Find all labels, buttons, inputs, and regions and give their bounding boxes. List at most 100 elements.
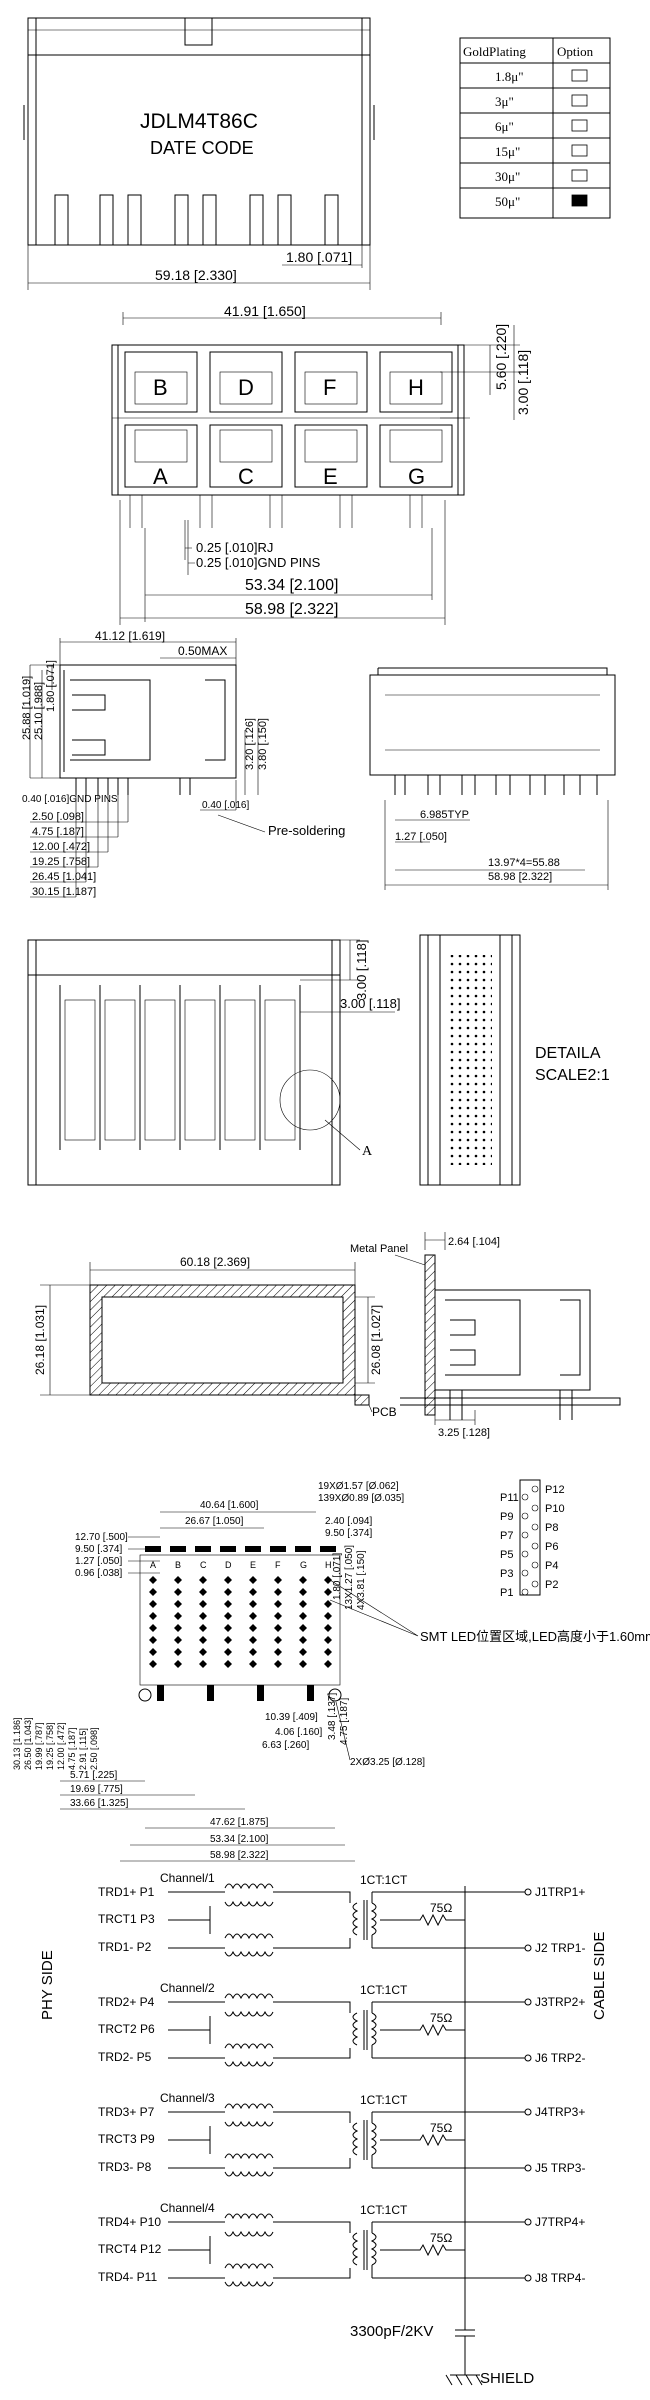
pin-pad	[274, 1636, 282, 1644]
side-right-dim-2: 3.80 [.150]	[257, 718, 269, 770]
right-top-dim-1: 2.40 [.094]	[325, 1516, 372, 1527]
pin-pad	[149, 1660, 157, 1668]
pcb-bottom-dim: 58.98 [2.322]	[210, 1850, 269, 1861]
port-contacts	[389, 429, 443, 463]
cable-pin-node	[524, 2108, 532, 2116]
pin-pad	[249, 1624, 257, 1632]
led-pad	[195, 1546, 211, 1552]
transformer-coils	[352, 2122, 377, 2156]
pcb-col-letter: D	[225, 1560, 232, 1570]
cable-wires	[371, 2001, 525, 2059]
mid-dim-3: 6.63 [.260]	[262, 1740, 309, 1751]
pin-pad	[174, 1576, 182, 1584]
cable-pin-jn: J2 TRP1-	[535, 1941, 585, 1955]
pin-pad	[274, 1588, 282, 1596]
port-contacts	[304, 371, 358, 405]
pin-pad	[274, 1600, 282, 1608]
cable-pin-node	[524, 2274, 532, 2282]
pcb-top-dim: 9.50 [.374]	[75, 1544, 122, 1555]
transformer-coils	[352, 2012, 377, 2046]
pin-pad	[224, 1624, 232, 1632]
pcb-top-dim: 0.96 [.038]	[75, 1568, 122, 1579]
pin-pad	[249, 1600, 257, 1608]
phy-pin-p: TRD2+ P4	[98, 1995, 155, 2009]
pin-pad	[174, 1648, 182, 1656]
pin-pad	[224, 1636, 232, 1644]
led-pad	[145, 1546, 161, 1552]
cutout-pcb: PCB	[372, 1405, 397, 1419]
pcb-top-dim: 40.64 [1.600]	[200, 1500, 259, 1511]
pin-pad	[299, 1624, 307, 1632]
pcb-left-dim: 19.25 [.758]	[45, 1722, 55, 1770]
plating-option-checkbox	[571, 69, 588, 82]
mounting-view: Metal Panel 2.64 [.104] 3.25 [.128]	[350, 1232, 621, 1439]
bottom-dim-2: 3.00 [.118]	[340, 996, 400, 1011]
cable-pin-jp: J3TRP2+	[535, 1995, 585, 2009]
bottom-view: A 3.00 [.118] 3.00 [.118]	[27, 939, 400, 1186]
pin-pad	[249, 1612, 257, 1620]
pin-pad	[224, 1600, 232, 1608]
pin-pad	[299, 1636, 307, 1644]
led-note: SMT LED位置区域,LED高度小于1.60mm	[420, 1629, 650, 1644]
side-bottom-dim: 2.50 [.098]	[32, 811, 84, 823]
rj45-port	[124, 351, 198, 413]
pin-pad	[174, 1624, 182, 1632]
plating-option-checkbox	[571, 194, 588, 207]
side-bottom-dim: 19.25 [.758]	[32, 856, 90, 868]
pin-hole	[531, 1523, 539, 1531]
channel-ratio: 1CT:1CT	[360, 2093, 408, 2107]
pin-pad	[249, 1636, 257, 1644]
pin-pad	[174, 1600, 182, 1608]
pin-pad	[224, 1588, 232, 1596]
pinout-label: P12	[545, 1484, 565, 1496]
pcb-bottom-dim: 33.66 [1.325]	[70, 1798, 129, 1809]
side-dim: 3.25 [.128]	[438, 1427, 490, 1439]
pin-pad	[274, 1648, 282, 1656]
pinout-label: P10	[545, 1503, 565, 1515]
cable-pin-node	[524, 2218, 532, 2226]
side-pin-dim: 0.40 [.016]	[202, 800, 249, 811]
date-code: DATE CODE	[150, 138, 254, 158]
led-pad	[220, 1546, 236, 1552]
pin-pad	[149, 1636, 157, 1644]
cable-pin-jp: J4TRP3+	[535, 2105, 585, 2119]
pin-pad	[224, 1648, 232, 1656]
pin-pad	[299, 1576, 307, 1584]
termination-resistor	[410, 2023, 465, 2037]
port-contacts	[219, 429, 273, 463]
pin-hole	[521, 1550, 529, 1558]
pcb-bottom-dims: 5.71 [.225]19.69 [.775]33.66 [1.325]47.6…	[60, 1770, 355, 1862]
shield-label: SHIELD	[480, 2370, 534, 2387]
pcb-bottom-dim: 5.71 [.225]	[70, 1770, 117, 1781]
detail-scale: SCALE2:1	[535, 1067, 610, 1084]
cable-pin-jn: J6 TRP2-	[535, 2051, 585, 2065]
rj45-port	[294, 351, 368, 413]
side-dim-max: 0.50MAX	[178, 644, 227, 658]
panel-dim: 2.64 [.104]	[448, 1236, 500, 1248]
pcb-top-dims: 40.64 [1.600]26.67 [1.050]12.70 [.500]9.…	[75, 1500, 316, 1579]
port-label: A	[153, 464, 168, 489]
plating-option-checkbox	[571, 94, 588, 107]
mid-dim-2: 4.06 [.160]	[275, 1727, 322, 1738]
side-left-dim-2: 25.10 [.988]	[33, 682, 45, 740]
pcb-col-letter: C	[200, 1560, 207, 1570]
pinout-label: P3	[500, 1568, 513, 1580]
pinout-label: P7	[500, 1530, 513, 1542]
choke-coils	[224, 1993, 274, 2067]
detail-title: DETAILA	[535, 1045, 601, 1062]
right-dim-2: 4.75 [.187]	[339, 1698, 350, 1745]
pcb-left-dims: 30.13 [1.186]26.50 [1.043]19.99 [.787]19…	[12, 1717, 99, 1770]
panel-cutout: 60.18 [2.369] 26.18 [1.031] 26.08 [1.027…	[33, 1255, 397, 1419]
pin-pad	[199, 1588, 207, 1596]
pin-hole	[521, 1493, 529, 1501]
top-dim-top: 41.91 [1.650]	[224, 303, 306, 319]
pin-pad	[224, 1576, 232, 1584]
port-label: F	[323, 375, 336, 400]
channel-name: Channel/2	[160, 1981, 215, 1995]
pin-pad	[324, 1576, 332, 1584]
rj45-port	[209, 424, 283, 488]
plating-option-checkbox	[571, 144, 588, 157]
